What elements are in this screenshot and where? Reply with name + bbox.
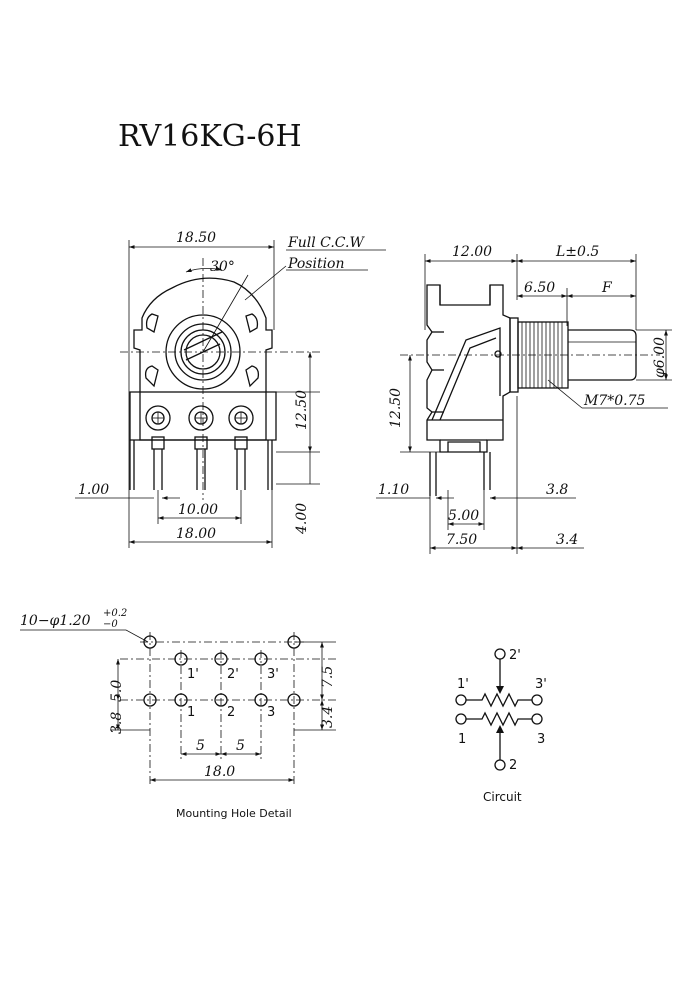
front-body-outline (129, 277, 277, 441)
body-depth-label: 12.00 (452, 244, 492, 260)
side-body-outline (426, 284, 511, 453)
resistor-bottom (466, 711, 532, 727)
hole-label-3p: 3' (267, 667, 279, 682)
terminal-rivet-1 (145, 405, 171, 431)
mount-dim-75: 7.5 (320, 666, 336, 688)
circuit-label-2p: 2' (509, 648, 521, 663)
mount-dim-50: 5.0 (109, 680, 125, 702)
resistor-top (466, 692, 532, 708)
side-dim-34-label: 3.4 (556, 532, 578, 548)
mount-dim-34: 3.4 (320, 706, 336, 728)
circuit-diagram: 2' 1' 3' 1 3 2 Circuit (455, 648, 547, 804)
shaft-dia-label: φ6.00 (652, 337, 668, 378)
hole-label-1p: 1' (187, 667, 199, 682)
circuit-label-1p: 1' (457, 677, 469, 692)
terminal-rivet-3 (228, 405, 254, 431)
flat-label: F (601, 280, 613, 296)
circuit-caption: Circuit (483, 790, 522, 804)
front-pins (151, 436, 248, 490)
side-pins (429, 441, 491, 496)
hole-label-1: 1 (187, 705, 195, 720)
front-view: 18.50 30° Full C.C.W Position (75, 230, 386, 548)
circuit-label-3p: 3' (535, 677, 547, 692)
hole-tol-minus: −0 (103, 619, 118, 630)
terminal-rivet-2 (188, 405, 214, 431)
ccw-note-line1: Full C.C.W (287, 235, 365, 251)
side-height-label: 12.50 (388, 388, 404, 428)
mounting-caption: Mounting Hole Detail (176, 807, 292, 820)
circuit-label-2: 2 (509, 758, 517, 773)
circuit-label-3: 3 (537, 732, 545, 747)
side-pin-spacing-label: 5.00 (448, 508, 479, 524)
side-view: 12.00 L±0.5 6.50 F (376, 244, 672, 554)
hole-label-2p: 2' (227, 667, 239, 682)
shaft-length-label: L±0.5 (555, 244, 599, 260)
mount-pitch-b: 5 (236, 738, 245, 754)
thread-spec-label: M7*0.75 (583, 393, 646, 409)
hole-label-3: 3 (267, 705, 275, 720)
pin-offset-label: 1.00 (78, 482, 109, 498)
mount-width-label: 18.0 (204, 764, 235, 780)
angle-label: 30° (210, 259, 235, 275)
thread-length-label: 6.50 (524, 280, 555, 296)
mounting-hole-detail: 10−φ1.20 +0.2 −0 1' 2' 3' 1 (20, 608, 336, 820)
hole-label-2: 2 (227, 705, 235, 720)
pin-pitch-label: 10.00 (178, 502, 218, 518)
mount-dim-38: 3.8 (109, 712, 125, 734)
pin-length-label: 4.00 (294, 503, 310, 535)
side-pin-offset-label: 1.10 (378, 482, 409, 498)
circuit-label-1: 1 (458, 732, 466, 747)
mount-pitch-a: 5 (196, 738, 205, 754)
side-dim-38-label: 3.8 (546, 482, 568, 498)
part-number-title: RV16KG-6H (118, 119, 302, 154)
hole-spec-label: 10−φ1.20 (20, 613, 91, 629)
hole-tol-plus: +0.2 (103, 608, 127, 619)
front-width-bottom-label: 18.00 (176, 526, 216, 542)
front-width-top-label: 18.50 (176, 230, 216, 246)
front-height-label: 12.50 (294, 390, 310, 430)
side-pin-to-body-label: 7.50 (446, 532, 477, 548)
ccw-note-line2: Position (287, 256, 345, 272)
